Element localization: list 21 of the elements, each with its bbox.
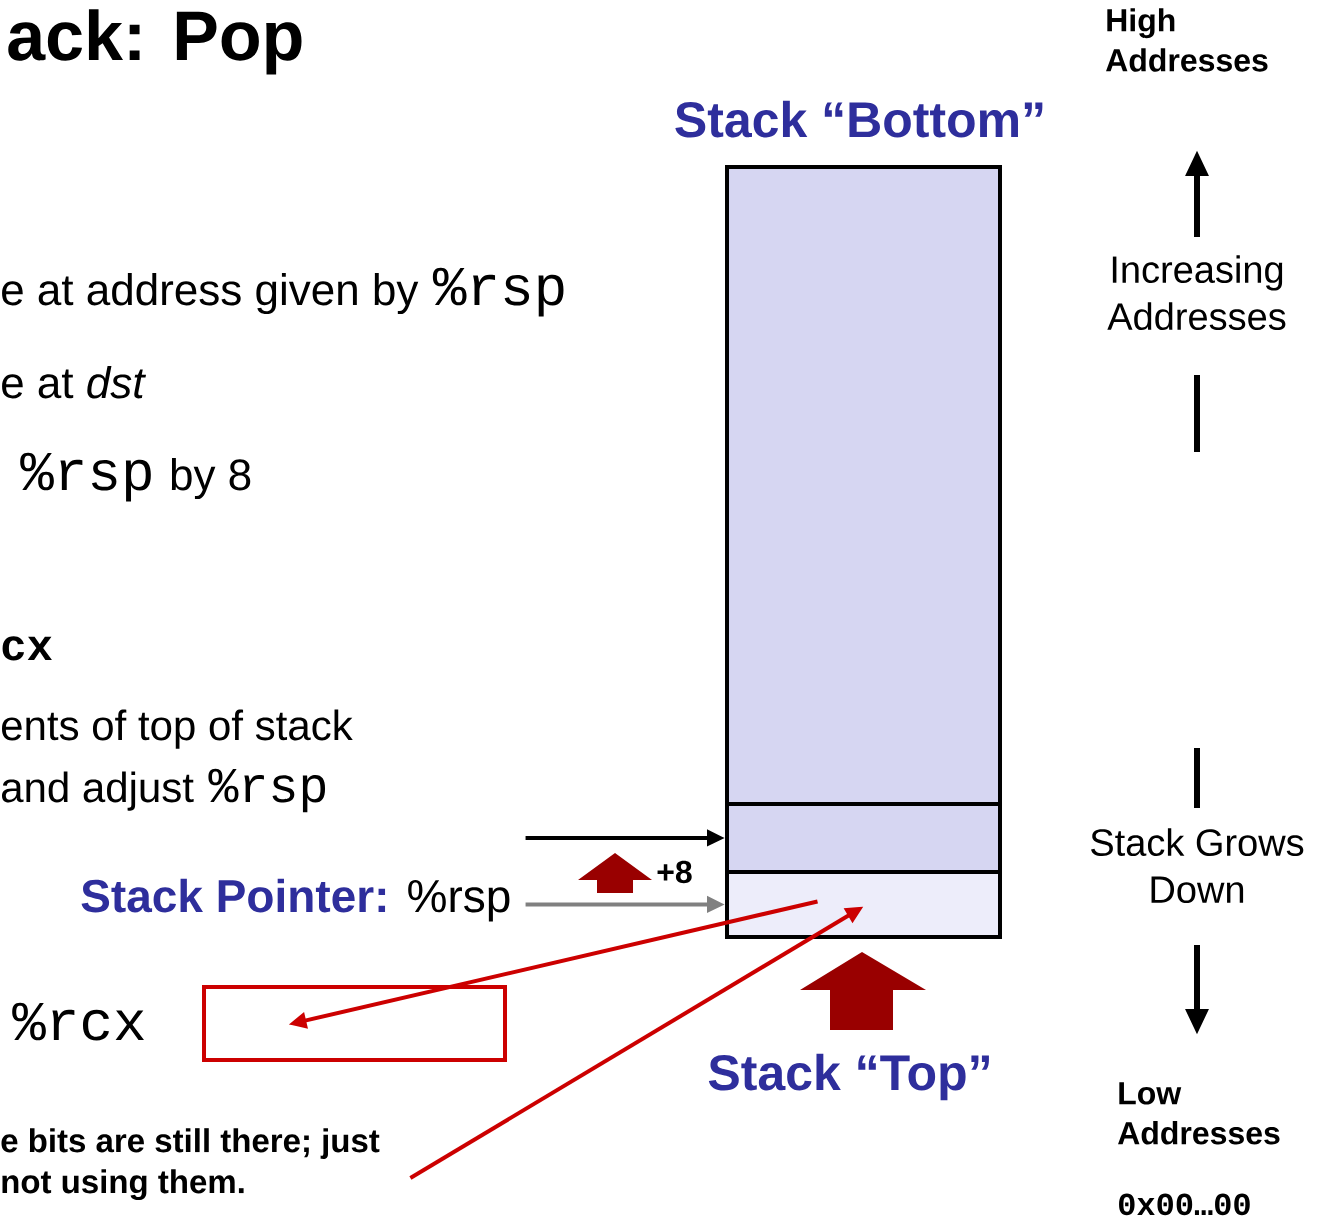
code-text: %rsp <box>20 452 151 502</box>
direction-label: Increasing Addresses <box>1107 255 1286 331</box>
code-text: cx <box>2 636 52 661</box>
offset-label: +8 <box>657 860 692 884</box>
slide-title: ack: Pop <box>8 9 302 75</box>
body-text: by 8 <box>171 458 251 500</box>
pointer-label: Stack Pointer: %rsp <box>81 878 510 922</box>
register-name: %rcx <box>12 1002 144 1041</box>
address-label: Low Addresses <box>1118 1082 1280 1145</box>
direction-label: Stack Grows Down <box>1091 828 1304 904</box>
address-value: 0x00…00 <box>1119 1193 1250 1216</box>
body-text: and adjust <box>2 771 194 811</box>
body-text: e at address given by <box>2 273 419 315</box>
note-text: e bits are still there; just not using them. <box>1 1128 380 1201</box>
body-text: e at dst <box>2 366 147 399</box>
code-text: %rsp <box>432 267 564 317</box>
register-box <box>202 985 507 1062</box>
code-text: %rsp <box>208 768 326 813</box>
stack-top-label: Stack “Top” <box>708 1053 989 1101</box>
body-text: ents of top of stack <box>2 709 353 749</box>
address-label: High Addresses <box>1106 8 1268 72</box>
